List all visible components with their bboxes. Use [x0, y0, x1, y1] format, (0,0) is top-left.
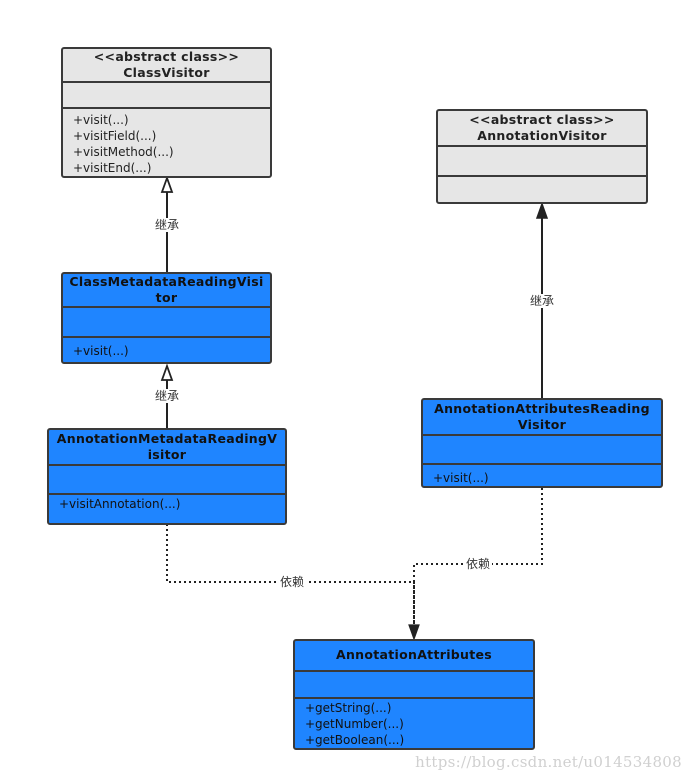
class-header: AnnotationAttributesReading Visitor	[423, 400, 661, 434]
attributes-section	[423, 434, 661, 463]
class-name: AnnotationAttributes	[335, 647, 493, 663]
class-box-annotationmetadatareadingvisitor[interactable]: AnnotationMetadataReadingV isitor +visit…	[47, 428, 287, 525]
class-header: ClassMetadataReadingVisi tor	[63, 274, 270, 306]
inheritance-edge-cmrv-to-classvisitor	[160, 175, 174, 272]
operation: +getString(...)	[305, 701, 392, 715]
attributes-section	[63, 81, 270, 107]
inherit-label-3: 继承	[528, 294, 557, 308]
class-name: ClassVisitor	[123, 65, 210, 80]
operation: +getNumber(...)	[305, 717, 404, 731]
class-header: <<abstract class>> AnnotationVisitor	[438, 111, 646, 145]
operation: +visit(...)	[73, 344, 129, 358]
operation: +visitMethod(...)	[73, 145, 174, 159]
class-name-line1: ClassMetadataReadingVisi	[69, 274, 264, 289]
operation: +visitAnnotation(...)	[59, 497, 181, 511]
operation: +visit(...)	[433, 471, 489, 485]
inheritance-edge-aarv-to-annotationvisitor	[535, 201, 549, 398]
class-header: AnnotationMetadataReadingV isitor	[49, 430, 285, 464]
class-box-annotationattributes[interactable]: AnnotationAttributes +getString(...) +ge…	[293, 639, 535, 750]
class-name-line2: isitor	[147, 447, 187, 462]
operations-section	[438, 175, 646, 202]
class-name-line1: AnnotationAttributesReading	[434, 401, 650, 416]
class-stereotype: <<abstract class>>	[469, 112, 615, 127]
operations-section: +getString(...) +getNumber(...) +getBool…	[295, 697, 533, 748]
operations-section: +visit(...)	[423, 463, 661, 486]
operation: +getBoolean(...)	[305, 733, 405, 747]
class-box-annotationvisitor[interactable]: <<abstract class>> AnnotationVisitor	[436, 109, 648, 204]
class-header: <<abstract class>> ClassVisitor	[63, 49, 270, 81]
class-name-line2: Visitor	[517, 417, 567, 432]
operation: +visit(...)	[73, 113, 129, 127]
depend-label-1: 依赖	[278, 575, 307, 589]
inheritance-edge-amrv-to-cmrv	[160, 363, 174, 428]
class-stereotype: <<abstract class>>	[93, 49, 240, 64]
attributes-section	[295, 669, 533, 697]
watermark: https://blog.csdn.net/u014534808	[415, 753, 682, 771]
attributes-section	[63, 306, 270, 336]
class-box-annotationattributesreadingvisitor[interactable]: AnnotationAttributesReading Visitor +vis…	[421, 398, 663, 488]
class-name-line2: tor	[155, 290, 178, 305]
depend-label-2: 依赖	[464, 557, 493, 571]
inherit-label-1: 继承	[153, 218, 182, 232]
class-box-classvisitor[interactable]: <<abstract class>> ClassVisitor +visit(.…	[61, 47, 272, 178]
operation: +visitField(...)	[73, 129, 157, 143]
operations-section: +visitAnnotation(...)	[49, 493, 285, 523]
class-name-line1: AnnotationMetadataReadingV	[56, 431, 278, 446]
class-box-classmetadatareadingvisitor[interactable]: ClassMetadataReadingVisi tor +visit(...)	[61, 272, 272, 364]
attributes-section	[49, 464, 285, 493]
attributes-section	[438, 145, 646, 175]
class-name: AnnotationVisitor	[477, 128, 607, 143]
operations-section: +visit(...)	[63, 336, 270, 362]
operations-section: +visit(...) +visitField(...) +visitMetho…	[63, 107, 270, 176]
inherit-label-2: 继承	[153, 389, 182, 403]
class-header: AnnotationAttributes	[295, 641, 533, 670]
operation: +visitEnd(...)	[73, 161, 152, 175]
